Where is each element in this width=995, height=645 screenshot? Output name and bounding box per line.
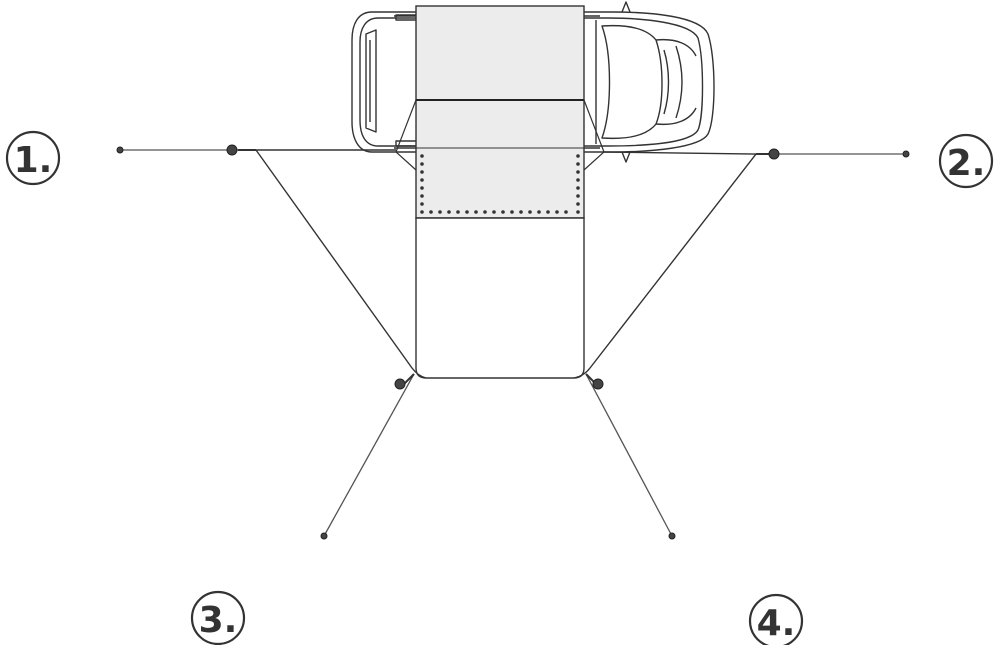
step-label-2: 2. — [947, 143, 986, 184]
tent-peg-icon — [902, 150, 910, 158]
awning-floor — [415, 217, 585, 379]
side-walls — [254, 149, 758, 379]
tensioner-icon — [226, 144, 238, 156]
anchor-points — [116, 144, 910, 540]
dotted-zone — [420, 154, 580, 214]
tent-peg-icon — [668, 532, 676, 540]
guy-rope-3 — [323, 373, 415, 537]
step-label-3: 3. — [199, 600, 238, 641]
left-wall — [254, 149, 427, 379]
step-label-1: 1. — [14, 140, 53, 181]
step-label-4: 4. — [757, 603, 796, 644]
tensioner-icon — [768, 148, 780, 160]
step-badge-3: 3. — [190, 590, 246, 645]
tent-peg-icon — [116, 146, 124, 154]
step-badge-1: 1. — [5, 130, 61, 186]
tensioner-icon — [394, 378, 406, 390]
awning-cassette-area — [415, 5, 585, 219]
guy-rope-4 — [585, 373, 673, 537]
awning-canopy — [395, 5, 605, 379]
tent-peg-icon — [320, 532, 328, 540]
step-badge-2: 2. — [938, 133, 994, 189]
right-wall — [573, 151, 758, 379]
tensioner-icon — [592, 378, 604, 390]
step-badge-4: 4. — [748, 593, 804, 645]
